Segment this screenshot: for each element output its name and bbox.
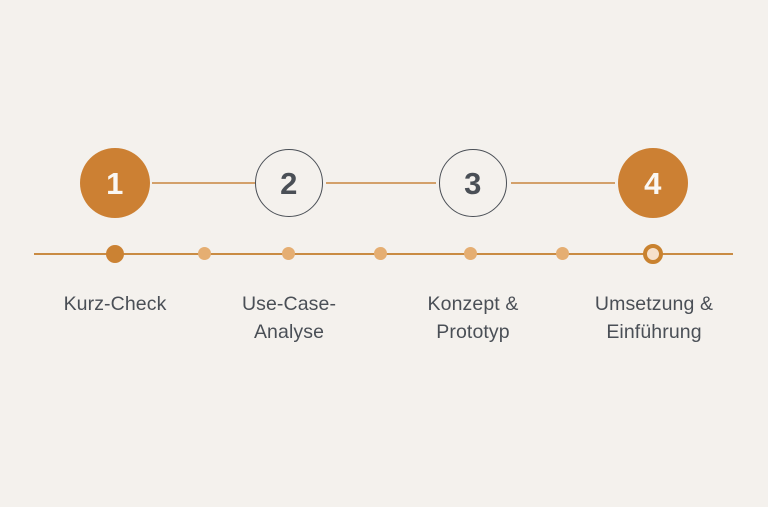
step-number-3: 3 [464, 165, 482, 201]
step-label-4: Umsetzung & Einführung [568, 291, 740, 346]
track-dot-5[interactable] [464, 247, 477, 260]
step-number-1: 1 [106, 165, 124, 201]
step-label-1-line1: Kurz-Check [63, 293, 167, 315]
step-label-1: Kurz-Check [35, 291, 195, 319]
step-label-4-line1: Umsetzung & [594, 293, 714, 315]
track-dot-1[interactable] [106, 245, 124, 263]
step-label-4-line2: Einführung [606, 320, 702, 343]
connector-line-3-4 [511, 182, 615, 184]
track-dot-2[interactable] [198, 247, 211, 260]
step-number-2: 2 [280, 165, 298, 201]
step-label-3-line1: Konzept & [427, 293, 519, 315]
step-node-3[interactable]: 3 [439, 149, 507, 217]
connector-line-1-2 [152, 182, 255, 184]
step-number-4: 4 [644, 165, 662, 201]
step-node-1[interactable]: 1 [80, 148, 150, 218]
step-label-2: Use-Case- Analyse [209, 291, 369, 346]
connector-line-2-3 [326, 182, 436, 184]
step-label-2-line1: Use-Case- [241, 293, 337, 315]
track-dot-7-current[interactable] [643, 244, 663, 264]
track-dot-6[interactable] [556, 247, 569, 260]
track-dot-3[interactable] [282, 247, 295, 260]
step-label-3-line2: Prototyp [436, 320, 510, 343]
step-label-3: Konzept & Prototyp [393, 291, 553, 346]
step-label-2-line2: Analyse [253, 320, 325, 343]
step-node-2[interactable]: 2 [255, 149, 323, 217]
track-dot-4[interactable] [374, 247, 387, 260]
step-node-4[interactable]: 4 [618, 148, 688, 218]
